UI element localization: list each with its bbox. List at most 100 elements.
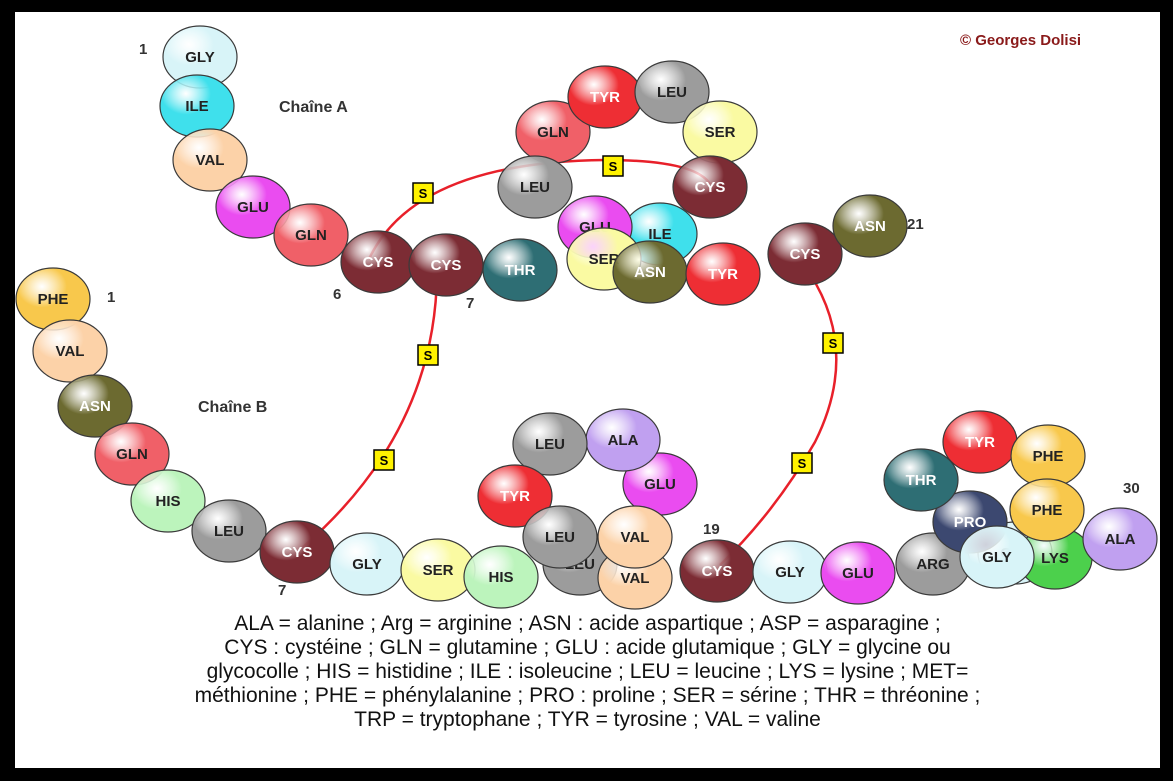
- sulfur-box: S: [822, 332, 844, 354]
- residue-label: LEU: [520, 179, 550, 196]
- residue-label: GLU: [237, 199, 269, 216]
- residue-label: GLN: [537, 124, 569, 141]
- residue-tyr: TYR: [477, 464, 553, 528]
- residue-label: ILE: [648, 226, 671, 243]
- residue-label: ASN: [634, 264, 666, 281]
- residue-bubble: [1009, 478, 1085, 542]
- residue-bubble: [634, 60, 710, 124]
- sulfur-box: S: [417, 344, 439, 366]
- residue-bubble: [463, 545, 539, 609]
- residue-bubble: [215, 175, 291, 239]
- residue-label: ARG: [916, 556, 949, 573]
- residue-val: VAL: [32, 319, 108, 383]
- residue-label: GLY: [185, 49, 214, 66]
- residue-bubble: [522, 505, 598, 569]
- residue-gly: GLY: [752, 540, 828, 604]
- residue-asn: ASN: [57, 374, 133, 438]
- residue-label: ALA: [608, 432, 639, 449]
- residue-val: VAL: [597, 505, 673, 569]
- sulfur-box: S: [412, 182, 434, 204]
- residue-label: TYR: [500, 488, 530, 505]
- residue-label: GLN: [295, 227, 327, 244]
- residue-bubble: [512, 412, 588, 476]
- residue-label: CYS: [363, 254, 394, 271]
- residue-label: LYS: [1041, 550, 1069, 567]
- residue-gly: GLY: [329, 532, 405, 596]
- disulfide-bond-a7-b7: [302, 273, 439, 548]
- residue-bubble: [685, 242, 761, 306]
- residue-bubble: [172, 128, 248, 192]
- legend-line: CYS : cystéine ; GLN = glutamine ; GLU :…: [224, 636, 951, 659]
- residue-label: LEU: [657, 84, 687, 101]
- position-number: 7: [278, 582, 286, 599]
- legend-line: TRP = tryptophane ; TYR = tyrosine ; VAL…: [354, 708, 821, 731]
- residue-tyr: TYR: [685, 242, 761, 306]
- residue-gln: GLN: [94, 422, 170, 486]
- residue-bubble: [482, 238, 558, 302]
- residue-label: PRO: [954, 514, 987, 531]
- residue-label: VAL: [621, 570, 650, 587]
- residue-his: HIS: [130, 469, 206, 533]
- residue-label: SER: [705, 124, 736, 141]
- sulfur-box: S: [373, 449, 395, 471]
- residue-label: LEU: [214, 523, 244, 540]
- residue-label: ILE: [185, 98, 208, 115]
- residue-label: THR: [906, 472, 937, 489]
- residue-tyr: TYR: [942, 410, 1018, 474]
- residue-ile: ILE: [159, 74, 235, 138]
- residue-gln: GLN: [273, 203, 349, 267]
- residue-label: ALA: [1105, 531, 1136, 548]
- residue-leu: LEU: [634, 60, 710, 124]
- chain-b-label: Chaîne B: [198, 399, 267, 416]
- residue-bubble: [191, 499, 267, 563]
- residue-tyr: TYR: [567, 65, 643, 129]
- residue-label: GLN: [116, 446, 148, 463]
- residue-label: GLU: [842, 565, 874, 582]
- residue-glu: GLU: [215, 175, 291, 239]
- residue-phe: PHE: [1009, 478, 1085, 542]
- residue-label: GLY: [775, 564, 804, 581]
- residue-label: CYS: [702, 563, 733, 580]
- residue-label: HIS: [488, 569, 513, 586]
- residue-label: CYS: [282, 544, 313, 561]
- position-number: 19: [703, 521, 720, 538]
- residue-ala: ALA: [585, 408, 661, 472]
- residue-phe: PHE: [1010, 424, 1086, 488]
- residue-bubble: [57, 374, 133, 438]
- legend-line: glycocolle ; HIS = histidine ; ILE : iso…: [206, 660, 969, 683]
- residue-thr: THR: [883, 448, 959, 512]
- residue-label: PHE: [1032, 502, 1063, 519]
- position-number: 7: [466, 295, 474, 312]
- residue-bubble: [672, 155, 748, 219]
- residue-label: PHE: [1033, 448, 1064, 465]
- residue-leu: LEU: [191, 499, 267, 563]
- copyright-label: © Georges Dolisi: [960, 32, 1081, 49]
- residue-bubble: [1082, 507, 1158, 571]
- residue-leu: LEU: [512, 412, 588, 476]
- sulfur-label: S: [424, 348, 433, 363]
- residue-cys: CYS: [672, 155, 748, 219]
- chain-a-label: Chaîne A: [279, 99, 348, 116]
- position-number: 30: [1123, 480, 1140, 497]
- sulfur-label: S: [419, 186, 428, 201]
- residue-thr: THR: [482, 238, 558, 302]
- residue-bubble: [767, 222, 843, 286]
- residue-label: TYR: [590, 89, 620, 106]
- residue-val: VAL: [172, 128, 248, 192]
- residue-bubble: [94, 422, 170, 486]
- residue-gly: GLY: [162, 25, 238, 89]
- residue-label: CYS: [790, 246, 821, 263]
- residue-cys: CYS: [408, 233, 484, 297]
- residue-gly: GLY: [959, 525, 1035, 589]
- residue-ser: SER: [682, 100, 758, 164]
- legend-line: méthionine ; PHE = phénylalanine ; PRO :…: [194, 684, 981, 707]
- residue-label: ASN: [854, 218, 886, 235]
- residue-bubble: [959, 525, 1035, 589]
- residue-leu: LEU: [497, 155, 573, 219]
- sulfur-box: S: [791, 452, 813, 474]
- sulfur-label: S: [829, 336, 838, 351]
- position-number: 1: [139, 41, 147, 58]
- residue-bubble: [273, 203, 349, 267]
